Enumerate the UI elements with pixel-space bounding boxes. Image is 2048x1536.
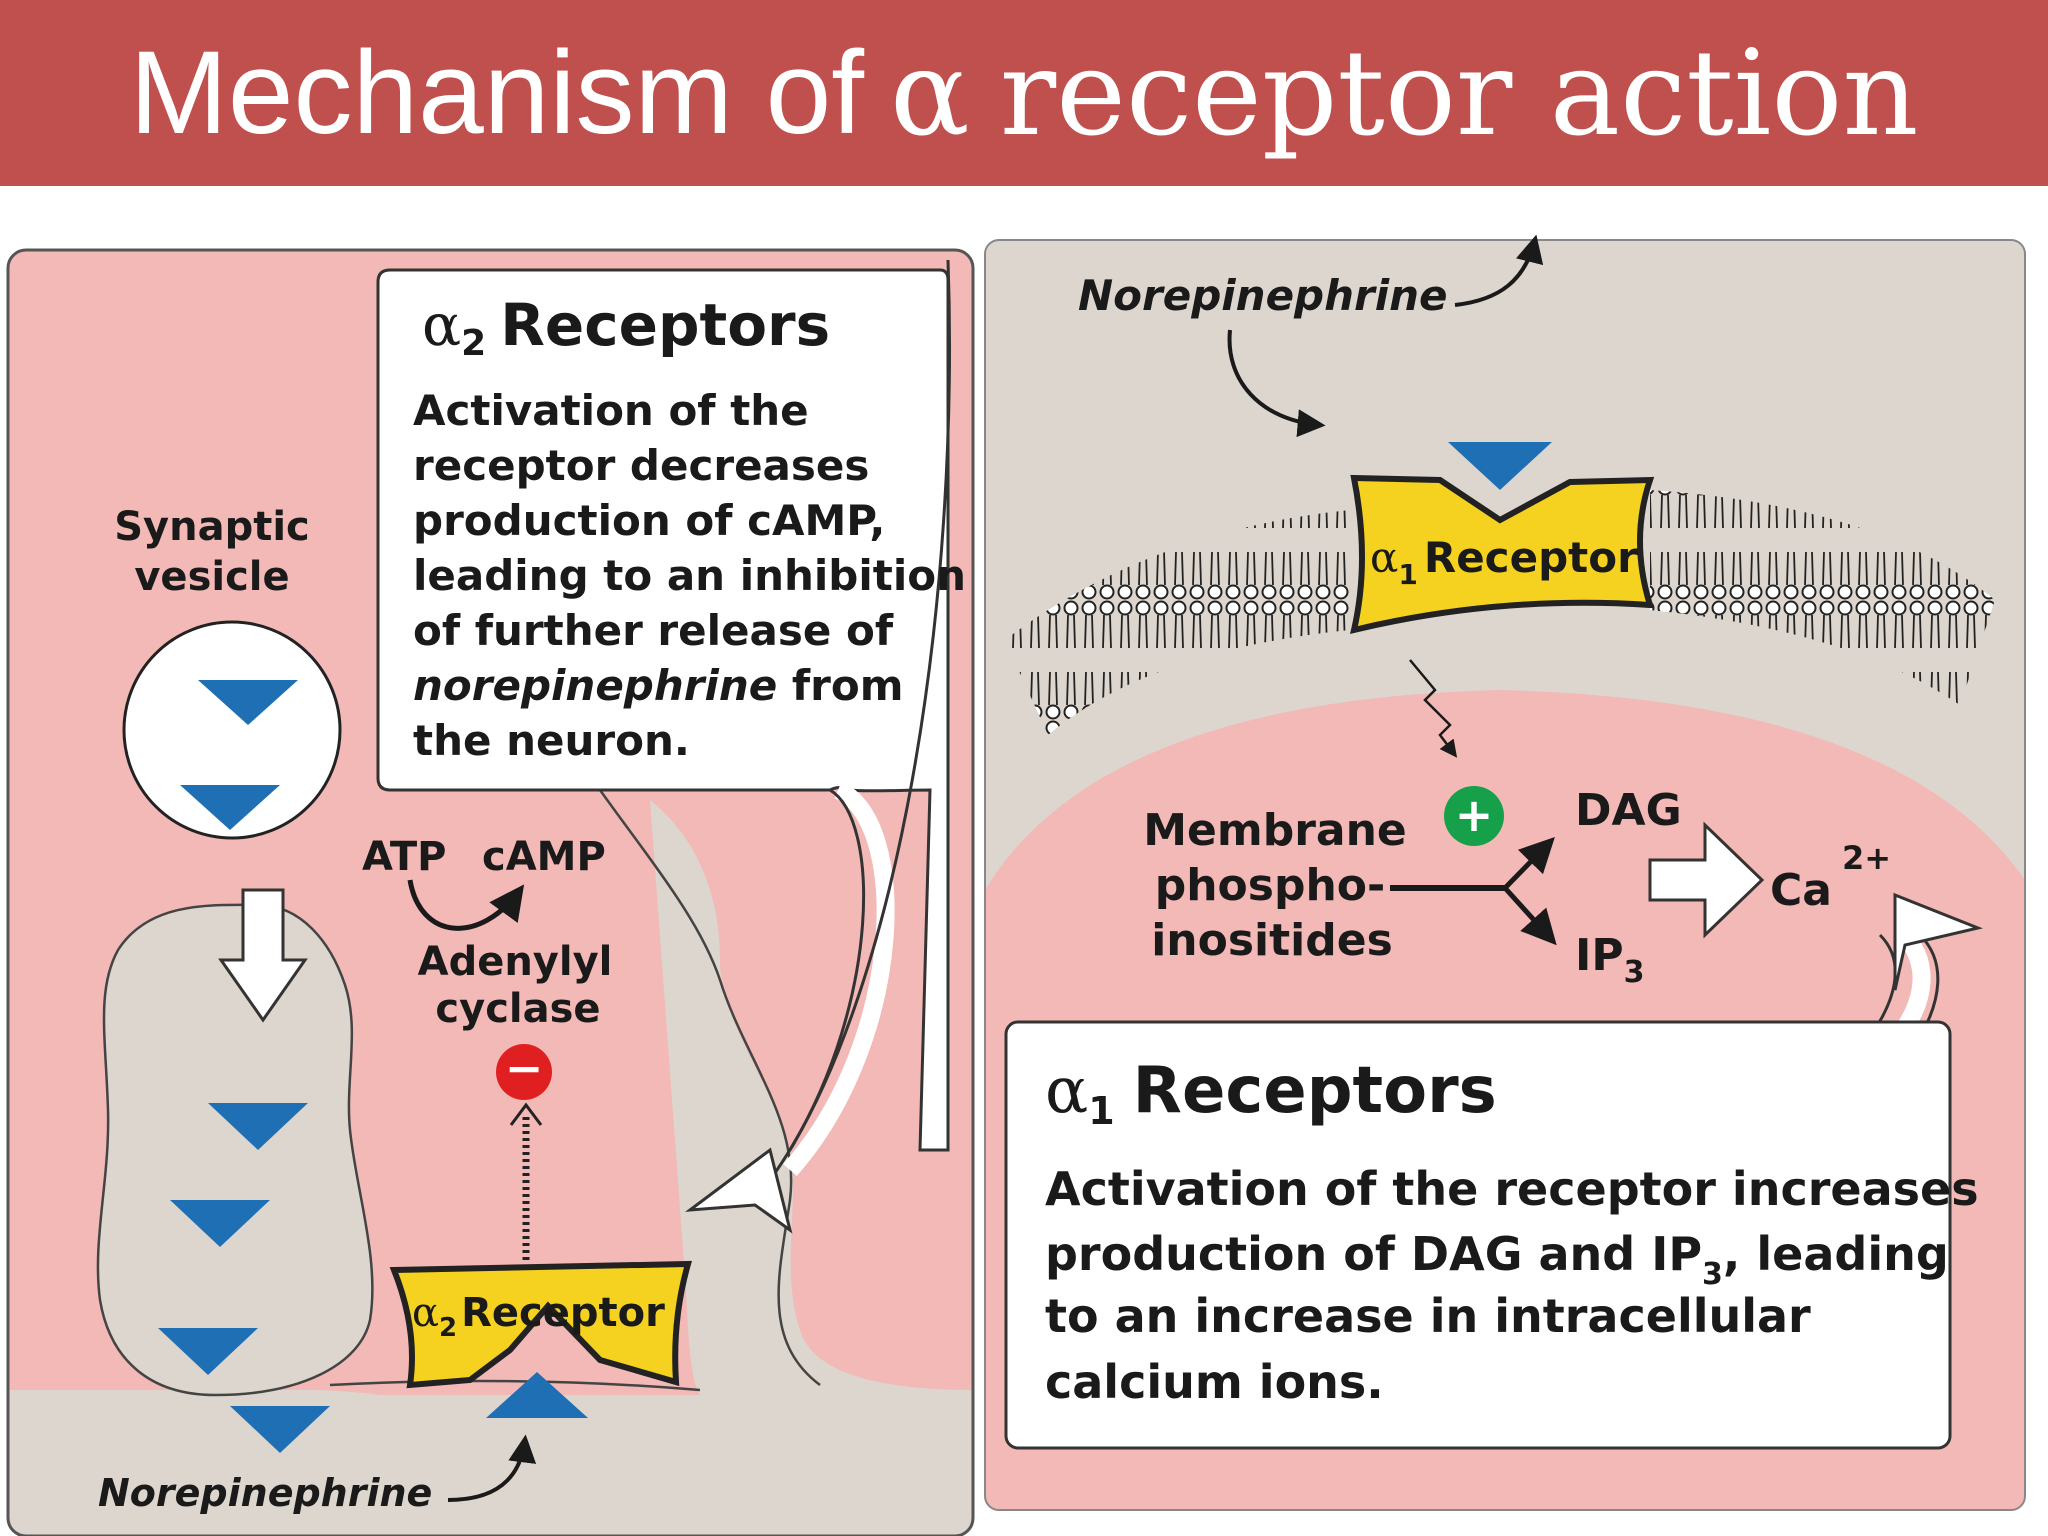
- alpha2-bound-ligand: [486, 1372, 588, 1418]
- neuron-outline: [598, 789, 821, 1386]
- ip3-label: IP3: [1575, 930, 1645, 990]
- dag-label: DAG: [1575, 785, 1682, 836]
- synaptic-vesicle: Synaptic vesicle: [114, 504, 342, 840]
- alpha1-bound-ligand: [1448, 442, 1552, 490]
- alpha2-text-line2: receptor decreases: [413, 441, 869, 490]
- alpha2-text-line1: Activation of the: [413, 386, 809, 435]
- lipid-bilayer-left: [1005, 510, 1350, 735]
- alpha2-receptor-body: [389, 1260, 692, 1389]
- lipid-bilayer-right: [1650, 490, 1995, 705]
- right-norepinephrine-label: Norepinephrine: [1078, 271, 1448, 320]
- postsynaptic-membrane-line: [329, 1379, 701, 1392]
- dag-to-calcium-arrow: [1648, 821, 1765, 939]
- released-ligand-4: [230, 1406, 330, 1453]
- slide-title: Mechanism of α receptor action: [0, 0, 2048, 186]
- membrane-label-line3: inositides: [1151, 915, 1393, 966]
- alpha2-text-line3: production of cAMP,: [413, 496, 885, 545]
- slide-title-part1: Mechanism of: [129, 27, 865, 159]
- activation-sign: [1444, 786, 1504, 846]
- synaptic-cleft: [8, 1390, 700, 1536]
- fork-to-dag: [1503, 836, 1555, 890]
- released-ligand-3: [158, 1328, 258, 1375]
- fork-to-ip3: [1503, 886, 1557, 946]
- adenylyl-cyclase-line2: cyclase: [435, 986, 600, 1032]
- alpha2-text-line4: leading to an inhibition: [413, 551, 966, 600]
- alpha1-arrow-head: [1893, 892, 1984, 991]
- activation-sign-symbol: +: [1455, 788, 1494, 842]
- signal-zigzag: [1409, 659, 1458, 758]
- slide-title-alpha: α: [890, 24, 970, 162]
- vesicle-ligand-2: [180, 785, 280, 830]
- adenylyl-cyclase-line1: Adenylyl: [418, 939, 613, 985]
- synaptic-vesicle-label-line2: vesicle: [134, 554, 289, 600]
- alpha1-text-line1: Activation of the receptor increases: [1045, 1162, 1979, 1216]
- alpha1-callout-box: [1004, 1020, 1952, 1450]
- vesicle-ligand-1: [198, 680, 298, 725]
- vesicle-circle: [122, 620, 342, 840]
- alpha2-callout-tail: [783, 781, 895, 1176]
- alpha1-text-line3: to an increase in intracellular: [1045, 1289, 1811, 1343]
- inhibition-sign: [496, 1044, 552, 1100]
- released-ligand-1: [208, 1103, 308, 1150]
- release-arrow: [218, 888, 308, 1023]
- atp-to-camp-arrow: [407, 879, 525, 931]
- alpha1-text-line2: production of DAG and IP3, leading: [1045, 1227, 1949, 1292]
- membrane-label-line2: phospho-: [1155, 860, 1386, 911]
- left-panel-border: [6, 248, 975, 1536]
- right-norepinephrine-arrow-up: [1454, 234, 1544, 307]
- alpha2-text-line7: the neuron.: [413, 716, 690, 765]
- calcium-label: Ca2+: [1770, 839, 1891, 916]
- left-norepinephrine-arrow: [447, 1434, 537, 1502]
- slide-title-part2: receptor action: [999, 24, 1919, 162]
- left-norepinephrine-label: Norepinephrine: [98, 1471, 432, 1515]
- released-ligands: [158, 1103, 330, 1453]
- alpha2-arrow-head: [684, 1147, 793, 1234]
- alpha1-text-line4: calcium ions.: [1045, 1355, 1384, 1409]
- neuron-membrane-right: [650, 800, 973, 1536]
- synaptic-vesicle-label-line1: Synaptic: [114, 504, 310, 550]
- alpha1-receptor-body: [1349, 474, 1655, 635]
- membrane-label-line1: Membrane: [1143, 805, 1407, 856]
- inhibition-sign-symbol: −: [505, 1041, 544, 1095]
- right-panel-border: [984, 239, 2026, 1511]
- right-norepinephrine-arrow-down: [1227, 329, 1326, 438]
- alpha2-text-line6: norepinephrine from: [413, 661, 904, 710]
- alpha2-text-line5: of further release of: [413, 606, 894, 655]
- alpha2-arrow-outer: [768, 259, 951, 1181]
- atp-label: ATP: [362, 834, 446, 880]
- inhibition-signal-head: [509, 1102, 543, 1126]
- camp-label: cAMP: [482, 834, 606, 880]
- released-ligand-2: [170, 1200, 270, 1247]
